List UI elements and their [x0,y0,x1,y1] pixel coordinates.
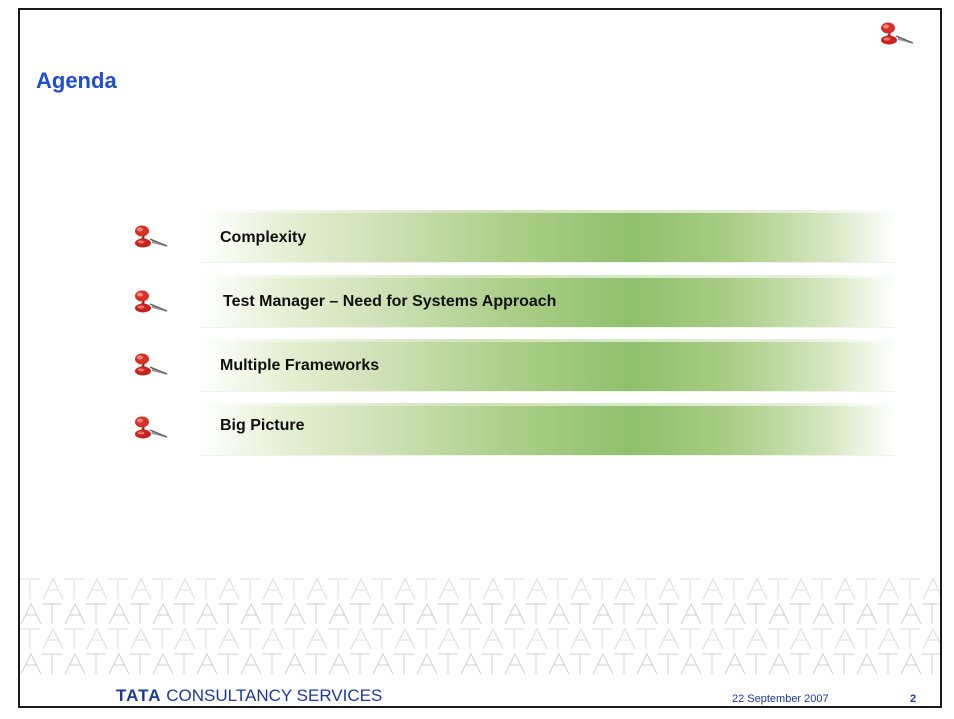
agenda-bar [200,275,896,328]
agenda-item-test-manager: Test Manager – Need for Systems Approach [223,293,557,310]
logo-tata-text: TATA [116,686,162,705]
agenda-item-multiple-frameworks: Multiple Frameworks [220,357,380,374]
agenda-bar [200,339,896,392]
agenda-bar [200,210,896,263]
pushpin-icon [130,414,170,444]
agenda-item-complexity: Complexity [220,229,307,246]
pushpin-icon [130,288,170,318]
tcs-logo: TATA CONSULTANCY SERVICES [116,686,382,706]
agenda-bar [200,403,896,456]
logo-company-text: CONSULTANCY SERVICES [166,686,383,705]
slide: Agenda Complexity Test Manager – Need fo… [18,8,942,708]
pushpin-icon [876,20,916,50]
pushpin-icon [130,223,170,253]
agenda-item-big-picture: Big Picture [220,417,305,434]
footer-date: 22 September 2007 [732,693,829,705]
pushpin-icon [130,351,170,381]
decorative-pattern [20,576,940,676]
slide-title: Agenda [36,68,117,93]
page-number: 2 [910,693,917,705]
